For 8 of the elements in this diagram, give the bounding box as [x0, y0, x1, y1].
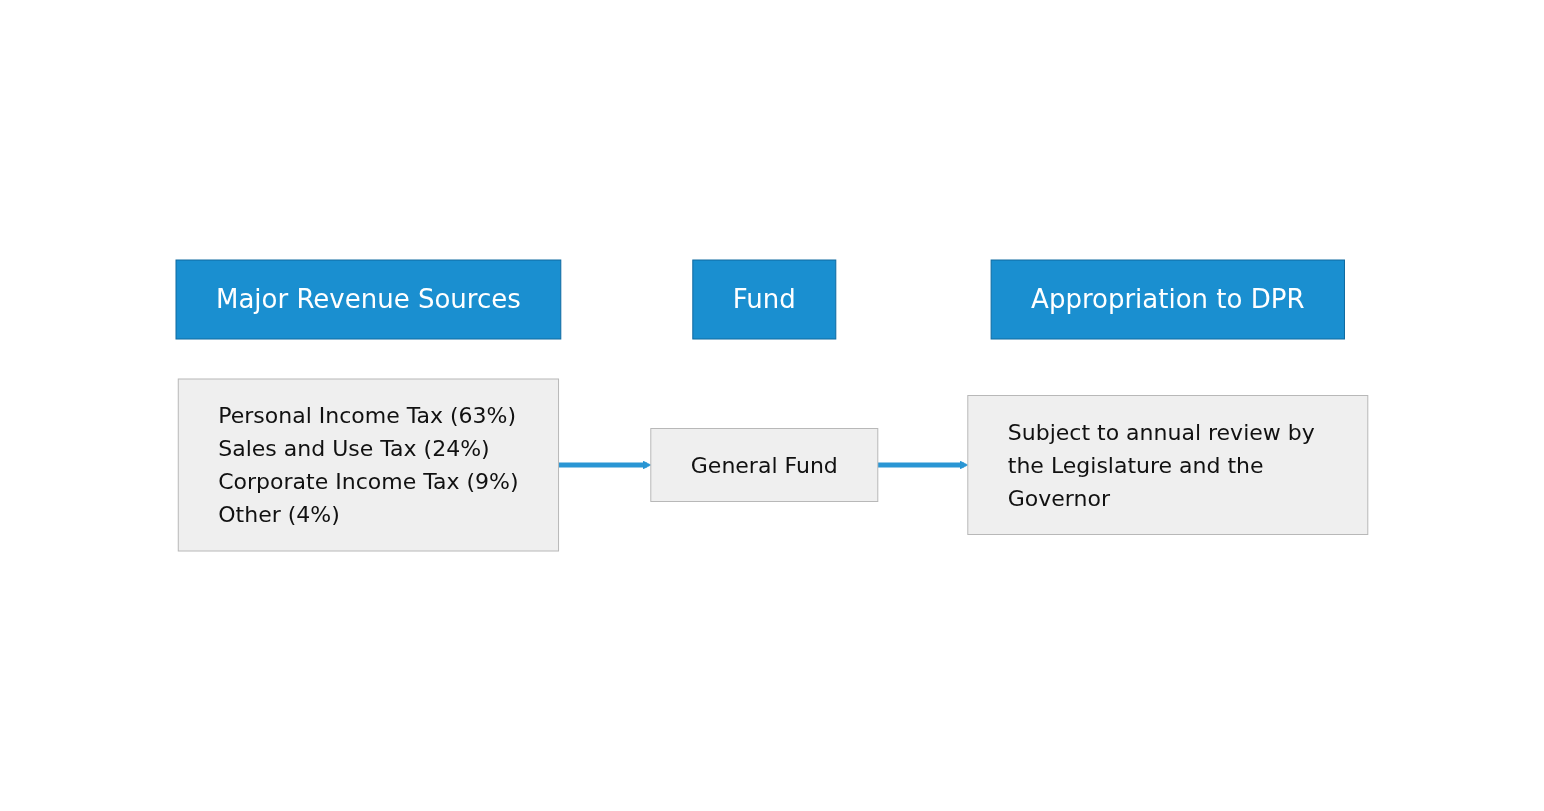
node-box: Major Revenue Sources [175, 259, 562, 340]
node-box: Fund [692, 259, 837, 340]
node-box: General Fund [650, 428, 879, 502]
node-box: Personal Income Tax (63%) Sales and Use Tax (24%) Corporate Income Tax (9%) Other (4%) [177, 378, 560, 552]
arrow [877, 460, 969, 470]
node-box: Appropriation to DPR [990, 259, 1346, 340]
node-box: Subject to annual review by the Legislature and the Governor [967, 395, 1369, 535]
arrow [558, 460, 652, 470]
